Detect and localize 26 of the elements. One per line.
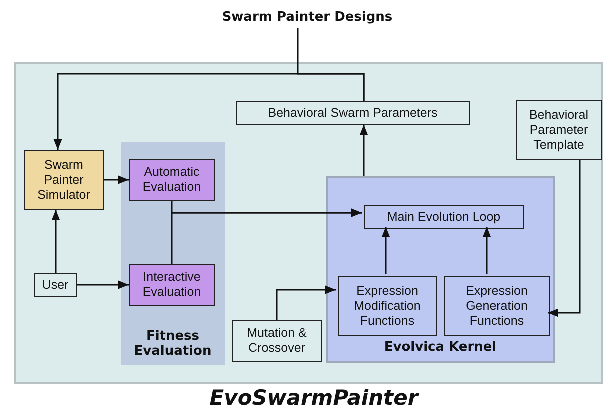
group-panel	[121, 142, 225, 365]
arrow	[382, 227, 390, 274]
arrow	[171, 208, 362, 264]
heading-text: Swarm Painter Designs	[200, 6, 415, 28]
evaluation-box: Interactive Evaluation	[129, 264, 215, 306]
process-box: Mutation & Crossover	[232, 320, 322, 362]
group-label: Fitness Evaluation	[133, 329, 213, 359]
process-box: Main Evolution Loop	[364, 205, 524, 229]
process-box: User	[34, 273, 77, 297]
diagram-caption: EvoSwarmPainter	[208, 386, 420, 410]
arrow	[482, 227, 492, 274]
kernel-panel	[326, 176, 555, 363]
process-box: Expression Generation Functions	[444, 276, 550, 336]
arrow	[360, 125, 368, 176]
arrow	[548, 160, 581, 318]
arrow	[52, 210, 60, 273]
arrow	[276, 286, 336, 320]
arrow	[104, 176, 129, 184]
process-box: Swarm Painter Simulator	[24, 150, 104, 210]
arrow	[54, 73, 365, 150]
process-box: Behavioral Parameter Template	[516, 100, 602, 160]
process-box: Behavioral Swarm Parameters	[236, 101, 470, 125]
process-box: Expression Modification Functions	[338, 276, 437, 336]
group-label: Evolvica Kernel	[383, 340, 498, 355]
arrow	[77, 280, 129, 290]
evaluation-box: Automatic Evaluation	[129, 159, 215, 201]
